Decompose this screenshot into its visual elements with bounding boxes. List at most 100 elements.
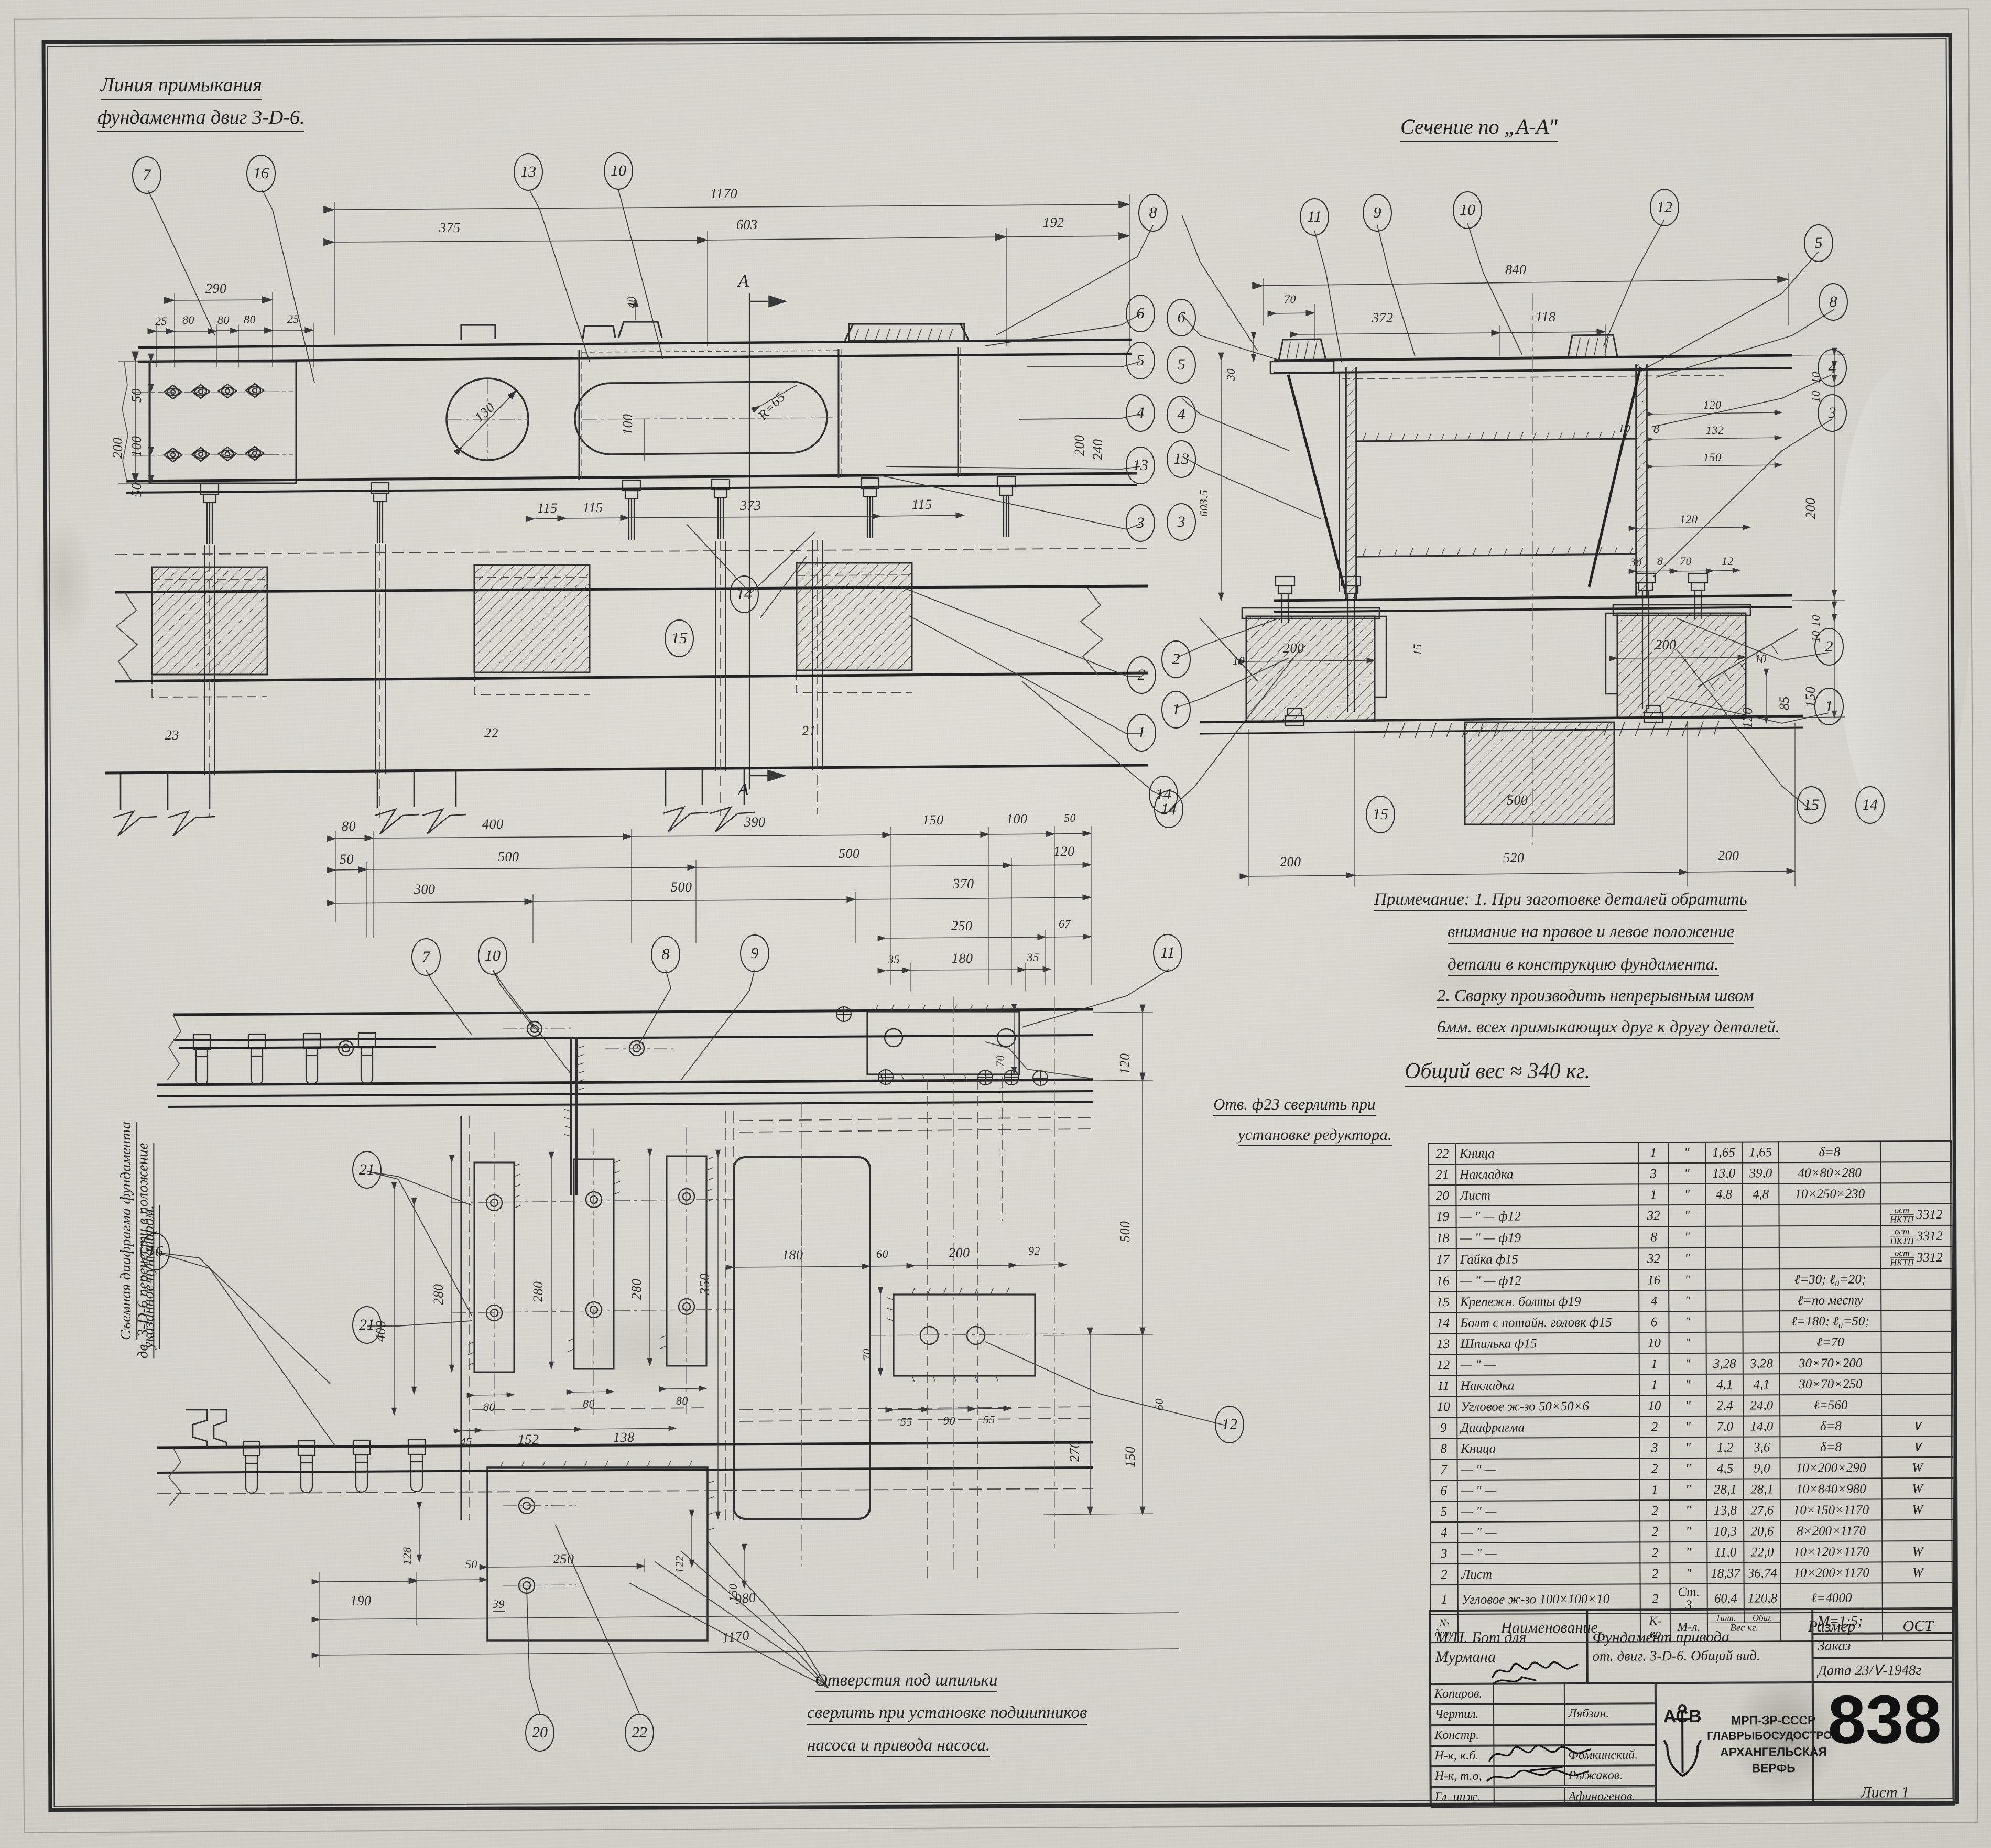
balloon-15-section-right[interactable]: 15 — [1797, 786, 1826, 824]
cell-quantity: 3 — [1638, 1163, 1669, 1184]
balloon-4-section-left[interactable]: 4 — [1167, 396, 1196, 433]
balloon-14-section-left[interactable]: 14 — [1154, 790, 1183, 828]
balloon-11-plan[interactable]: 11 — [1153, 934, 1182, 972]
signature-field[interactable] — [1494, 1705, 1565, 1724]
balloon-5-elevation[interactable]: 5 — [1126, 342, 1155, 379]
balloon-14-elevation[interactable]: 14 — [730, 575, 759, 613]
cell-quantity: 10 — [1639, 1332, 1669, 1354]
balloon-15-elevation[interactable]: 15 — [665, 619, 694, 657]
balloon-3-elevation[interactable]: 3 — [1126, 504, 1155, 542]
cell-size: 40×80×280 — [1779, 1162, 1880, 1184]
balloon-14-section-right[interactable]: 14 — [1855, 786, 1885, 824]
signature-field[interactable] — [1494, 1725, 1565, 1745]
balloon-6-elevation[interactable]: 6 — [1126, 295, 1155, 332]
balloon-7-plan[interactable]: 7 — [411, 938, 441, 976]
cell-ost — [1880, 1289, 1953, 1311]
dim-plan-250: 250 — [951, 918, 973, 933]
dim-plan-rib280c: 280 — [629, 1278, 644, 1300]
balloon-13-section-left[interactable]: 13 — [1167, 440, 1196, 478]
dim-plan-500r: 500 — [1117, 1221, 1133, 1243]
cell-weight-unit: 1,2 — [1706, 1437, 1744, 1458]
cell-size: δ=8 — [1779, 1141, 1880, 1163]
cell-part-number: 7 — [1430, 1459, 1457, 1481]
stud-holes-note-line2: сверлить при установке подшипников — [807, 1703, 1087, 1725]
dim-sec-base-500: 500 — [1507, 792, 1528, 808]
cell-size: 30×70×250 — [1780, 1373, 1881, 1395]
balloon-4-section[interactable]: 4 — [1818, 349, 1847, 387]
cell-size — [1779, 1204, 1881, 1226]
balloon-4-elevation[interactable]: 4 — [1126, 394, 1155, 432]
balloon-13b-elevation[interactable]: 13 — [1126, 447, 1155, 484]
stud-holes-note-line1: Отверстия под шпильки — [815, 1671, 998, 1693]
balloon-5-section-left[interactable]: 5 — [1167, 346, 1196, 384]
balloon-16-elevation[interactable]: 16 — [246, 155, 276, 192]
balloon-7-elevation[interactable]: 7 — [132, 156, 161, 194]
balloon-1-elevation[interactable]: 1 — [1127, 714, 1156, 752]
cell-quantity: 2 — [1640, 1500, 1670, 1521]
balloon-21-plan-b[interactable]: 21 — [352, 1306, 382, 1344]
signature-field[interactable] — [1494, 1767, 1565, 1786]
balloon-8-section[interactable]: 8 — [1819, 283, 1848, 321]
balloon-1-section[interactable]: 1 — [1814, 688, 1844, 725]
balloon-2-elevation[interactable]: 2 — [1127, 656, 1156, 694]
balloon-12-section[interactable]: 12 — [1650, 189, 1679, 226]
balloon-13-elevation[interactable]: 13 — [514, 153, 543, 191]
cell-weight-total — [1743, 1332, 1780, 1353]
balloon-8-plan[interactable]: 8 — [651, 936, 680, 973]
organization-block: АСВ МРП-ЗР-СССР ГЛАВРЫБОСУДОСТРОЙ АРХАНГ… — [1655, 1682, 1840, 1807]
balloon-9-plan[interactable]: 9 — [740, 934, 769, 972]
signature-field[interactable] — [1494, 1684, 1565, 1703]
balloon-5-section[interactable]: 5 — [1804, 224, 1833, 262]
ship-designation: М/П. Бот для Мурмана — [1430, 1610, 1587, 1684]
balloon-9-section[interactable]: 9 — [1363, 194, 1392, 232]
balloon-11-section[interactable]: 11 — [1300, 198, 1329, 236]
acb-monogram: АСВ — [1660, 1703, 1705, 1786]
balloon-2-section-left[interactable]: 2 — [1161, 640, 1191, 678]
cell-weight-unit: 4,5 — [1706, 1458, 1744, 1479]
section-mark-a-top: А — [738, 271, 749, 291]
balloon-3-section[interactable]: 3 — [1818, 394, 1847, 432]
dim-plan-980: 980 — [734, 1589, 757, 1607]
cell-ost — [1880, 1310, 1953, 1332]
cell-weight-unit — [1705, 1204, 1743, 1226]
balloon-16-plan[interactable]: 16 — [140, 1233, 170, 1270]
balloon-10-plan[interactable]: 10 — [478, 937, 507, 975]
signature-field[interactable] — [1494, 1787, 1565, 1807]
balloon-1-section-left[interactable]: 1 — [1161, 691, 1191, 729]
cell-ost — [1881, 1373, 1953, 1395]
cell-part-name: Шпилька ф15 — [1456, 1332, 1640, 1354]
balloon-22-plan[interactable]: 22 — [625, 1714, 654, 1752]
balloon-2-section[interactable]: 2 — [1814, 628, 1844, 666]
ship-line-2: Мурмана — [1435, 1648, 1496, 1666]
balloon-3-section-left[interactable]: 3 — [1167, 503, 1196, 541]
balloon-15-section-left[interactable]: 15 — [1366, 796, 1395, 833]
cell-material: " — [1668, 1183, 1706, 1205]
date-field: Дата 23/Ⅴ-1948г — [1812, 1657, 1954, 1682]
balloon-10-elevation[interactable]: 10 — [604, 152, 633, 190]
dim-plan-rw80c: 80 — [676, 1394, 688, 1407]
balloon-6-section-left[interactable]: 6 — [1167, 299, 1196, 336]
balloon-12-plan[interactable]: 12 — [1215, 1406, 1244, 1443]
balloon-20-plan[interactable]: 20 — [525, 1714, 554, 1752]
dim-sec-pad10-left: 10 — [1233, 654, 1245, 667]
note-5: 6мм. всех примыкающих друг к другу детал… — [1437, 1018, 1780, 1040]
signature-person: Фомкинский. — [1568, 1748, 1638, 1763]
cell-part-name: — " — — [1457, 1542, 1640, 1564]
cell-ost: ∨ — [1881, 1415, 1953, 1437]
reducer-holes-note-line2: установке редуктора. — [1238, 1125, 1392, 1147]
dim-plan-60v: 60 — [1152, 1398, 1166, 1410]
balloon-21-plan-a[interactable]: 21 — [352, 1151, 382, 1189]
balloon-8-elevation[interactable]: 8 — [1138, 194, 1168, 232]
cell-quantity: 1 — [1639, 1374, 1670, 1396]
cell-size: 10×200×290 — [1780, 1457, 1882, 1479]
signature-person: Афиногенов. — [1568, 1789, 1636, 1803]
balloon-10-section[interactable]: 10 — [1453, 191, 1482, 229]
dim-sec-overall: 840 — [1505, 262, 1527, 277]
cell-part-number: 3 — [1430, 1542, 1458, 1564]
dim-plan-500c: 500 — [671, 879, 692, 895]
signature-field[interactable] — [1494, 1746, 1565, 1765]
cell-size: 8×200×1170 — [1780, 1520, 1882, 1542]
